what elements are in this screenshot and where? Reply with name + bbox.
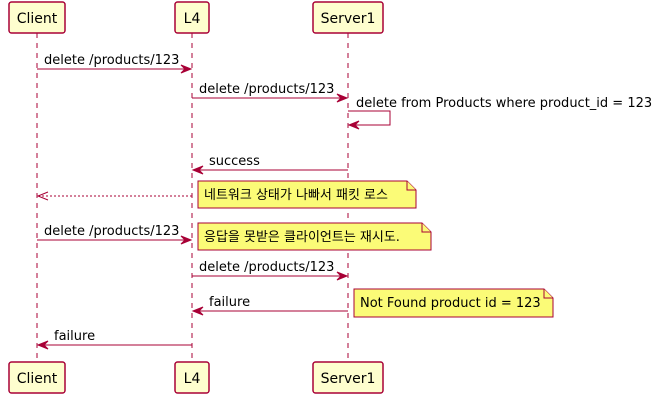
arrowhead: [180, 64, 193, 74]
note-body: [197, 222, 432, 251]
message-3: delete from Products where product_id = …: [347, 96, 652, 130]
message-label: delete from Products where product_id = …: [356, 96, 652, 111]
note-body: [197, 180, 417, 209]
message-6: delete /products/123: [37, 224, 193, 245]
note: 응답을 못받은 클라이언트는 재시도.: [197, 222, 432, 251]
arrowhead: [336, 93, 349, 103]
note-text: Not Found product id = 123: [360, 296, 541, 311]
participant-box: [174, 1, 210, 34]
participant-server1-bottom: Server1: [312, 361, 384, 394]
participant-label: Client: [17, 371, 58, 387]
note: Not Found product id = 123: [353, 288, 554, 318]
message-label: delete /products/123: [199, 260, 334, 275]
participant-box: [312, 1, 384, 34]
participant-server1-top: Server1: [312, 1, 384, 34]
participant-label: Server1: [321, 11, 376, 27]
note-fold: [421, 223, 431, 233]
participant-client-top: Client: [8, 1, 66, 34]
participant-box: [8, 1, 66, 34]
note-fold: [406, 181, 416, 191]
note: 네트워크 상태가 나빠서 패킷 로스: [197, 180, 417, 209]
participant-label: L4: [184, 371, 201, 387]
arrowhead: [347, 120, 360, 130]
arrowhead: [180, 235, 193, 245]
message-line: [348, 110, 391, 126]
note-text: 응답을 못받은 클라이언트는 재시도.: [204, 230, 400, 245]
message-7: delete /products/123: [192, 260, 349, 281]
participant-label: Server1: [321, 371, 376, 387]
participant-l4-bottom: L4: [174, 361, 210, 394]
participant-label: Client: [17, 11, 58, 27]
message-8: failure: [191, 295, 348, 316]
note-body: [353, 288, 554, 318]
message-label: success: [209, 154, 260, 169]
message-label: failure: [209, 295, 250, 310]
note-fold: [543, 289, 553, 299]
participant-box: [8, 361, 66, 394]
message-label: delete /products/123: [44, 53, 179, 68]
message-1: delete /products/123: [37, 53, 193, 74]
participant-box: [312, 361, 384, 394]
message-5: [36, 191, 192, 201]
arrowhead: [191, 165, 204, 175]
arrowhead: [36, 340, 49, 350]
message-9: failure: [36, 329, 192, 350]
arrowhead: [191, 306, 204, 316]
message-label: delete /products/123: [44, 224, 179, 239]
arrowhead: [336, 271, 349, 281]
participant-l4-top: L4: [174, 1, 210, 34]
message-label: failure: [54, 329, 95, 344]
arrowhead-open: [36, 191, 49, 201]
participant-box: [174, 361, 210, 394]
participant-label: L4: [184, 11, 201, 27]
note-text: 네트워크 상태가 나빠서 패킷 로스: [204, 188, 388, 203]
participant-client-bottom: Client: [8, 361, 66, 394]
message-4: success: [191, 154, 348, 175]
message-label: delete /products/123: [199, 82, 334, 97]
message-2: delete /products/123: [192, 82, 349, 103]
